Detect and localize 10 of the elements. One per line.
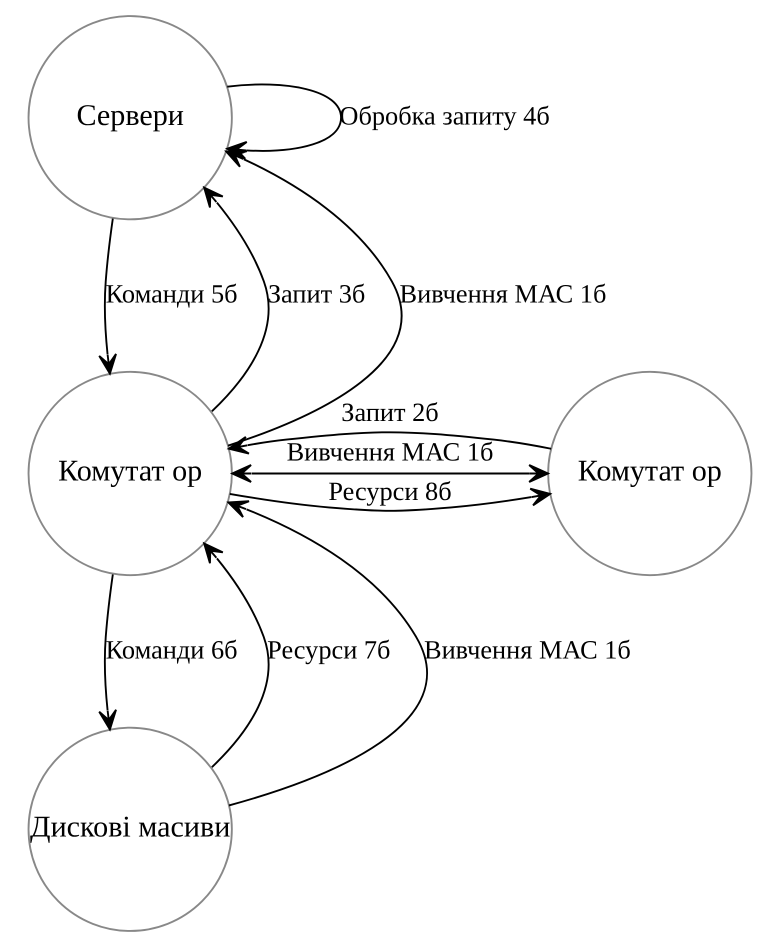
edge-label: Запит 2б (341, 398, 439, 428)
edge-label: Команди 5б (106, 280, 238, 309)
edge-label: Вивчення МАС 1б (400, 280, 606, 309)
edge-label: Запит 3б (268, 280, 366, 309)
edge-label: Вивчення МАС 1б (286, 438, 494, 467)
edge-label: Ресурси 8б (328, 477, 452, 506)
edge-label: Команди 6б (106, 635, 238, 664)
edge-label: Ресурси 7б (267, 635, 390, 664)
edge-label: Вивчення МАС 1б (424, 635, 631, 664)
edge-label: Обробка запиту 4б (339, 102, 550, 131)
